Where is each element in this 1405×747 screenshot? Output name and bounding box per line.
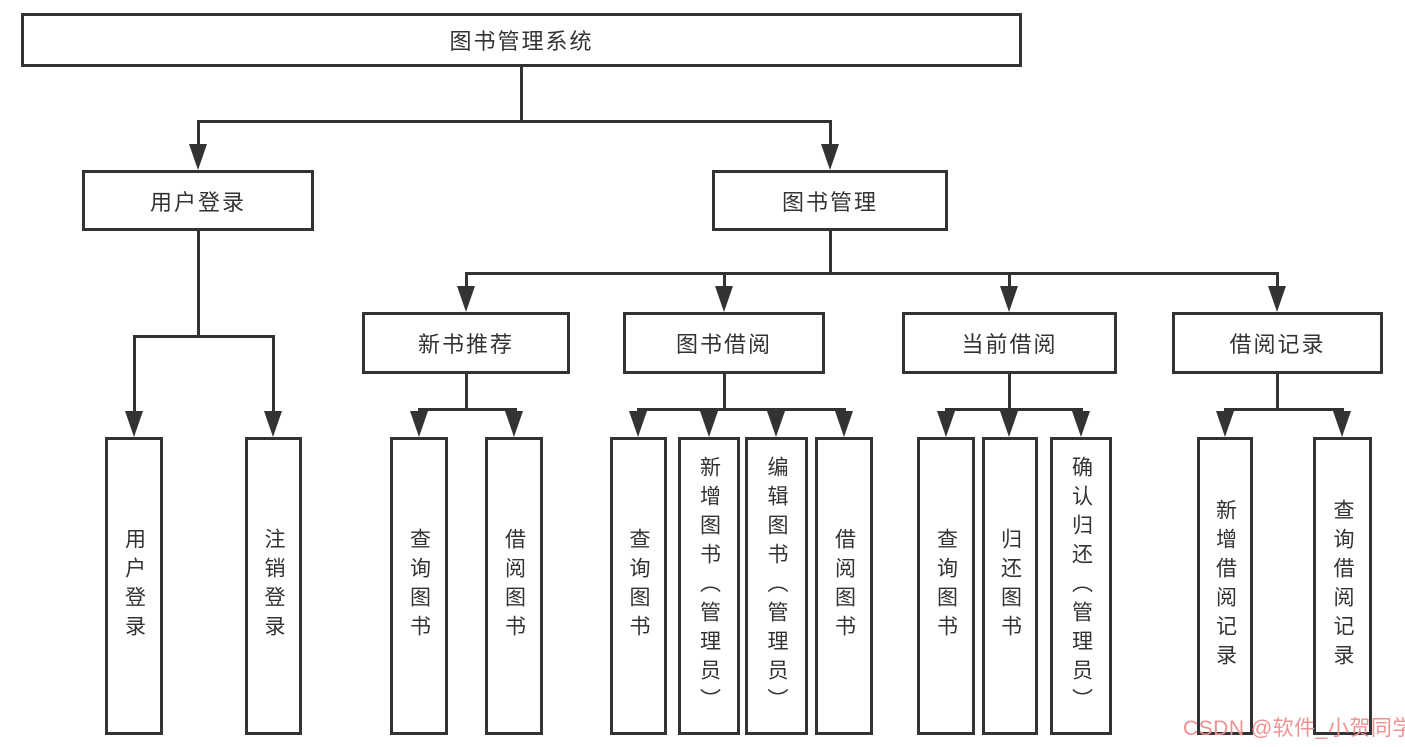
arrowhead-down [1072, 411, 1090, 437]
edge-user-login-stem [197, 231, 200, 335]
edge-book-management-stem [829, 231, 832, 272]
edge-to-leaf-user-login [133, 335, 136, 413]
edge-nbr-stem [465, 374, 468, 408]
leaf-cb-query-books: 查询图书 [917, 437, 975, 735]
edge-to-user-login [197, 120, 200, 148]
edge-br-branch [1224, 408, 1344, 411]
arrowhead-down [457, 286, 475, 312]
arrowhead-down [1000, 286, 1018, 312]
arrowhead-down [629, 411, 647, 437]
leaf-bb-add-books-admin: 新增图书（管理员） [678, 437, 740, 735]
node-user-login: 用户登录 [82, 170, 314, 231]
edge-root-branch [197, 120, 832, 123]
node-new-book-recommend: 新书推荐 [362, 312, 570, 374]
arrowhead-down [1333, 411, 1351, 437]
node-book-management-label: 图书管理 [781, 189, 878, 215]
node-book-borrowing-label: 图书借阅 [675, 332, 772, 357]
leaf-nbr-query-books: 查询图书 [390, 437, 448, 735]
leaf-br-query-record: 查询借阅记录 [1313, 437, 1372, 735]
node-root-label: 图书管理系统 [449, 29, 594, 54]
arrowhead-down [937, 411, 955, 437]
leaf-cb-query-books-label: 查询图书 [934, 528, 958, 644]
leaf-nbr-borrow-books-label: 借阅图书 [502, 528, 526, 644]
leaf-bb-edit-books-admin-label: 编辑图书（管理员） [765, 455, 788, 717]
leaf-br-add-record-label: 新增借阅记录 [1213, 499, 1237, 673]
node-borrow-records: 借阅记录 [1172, 312, 1383, 374]
leaf-cb-confirm-return-admin: 确认归还（管理员） [1050, 437, 1112, 735]
node-new-book-recommend-label: 新书推荐 [417, 332, 514, 357]
arrowhead-down [125, 411, 143, 437]
leaf-bb-borrow-books-label: 借阅图书 [832, 528, 856, 644]
edge-to-book-borrowing [723, 272, 726, 288]
node-current-borrowing: 当前借阅 [902, 312, 1117, 374]
edge-nbr-branch [418, 408, 517, 411]
arrowhead-down [264, 411, 282, 437]
edge-cb-branch [945, 408, 1083, 411]
arrowhead-down [1000, 411, 1018, 437]
arrowhead-down [767, 411, 785, 437]
edge-to-current-borrowing [1008, 272, 1011, 288]
node-borrow-records-label: 借阅记录 [1229, 332, 1326, 357]
arrowhead-down [410, 411, 428, 437]
watermark: CSDN @软件_小贺同学 [1183, 717, 1405, 740]
leaf-nbr-query-books-label: 查询图书 [407, 528, 431, 644]
leaf-bb-add-books-admin-label: 新增图书（管理员） [697, 455, 721, 717]
leaf-bb-borrow-books: 借阅图书 [815, 437, 873, 735]
leaf-br-query-record-label: 查询借阅记录 [1331, 499, 1354, 673]
node-book-management: 图书管理 [712, 170, 948, 231]
edge-br-stem [1276, 374, 1279, 408]
arrowhead-down [821, 144, 839, 170]
leaf-br-add-record: 新增借阅记录 [1197, 437, 1253, 735]
edge-book-management-branch [465, 272, 1279, 275]
arrowhead-down [189, 144, 207, 170]
edge-bb-branch [637, 408, 846, 411]
leaf-user-login-label: 用户登录 [122, 528, 146, 644]
edge-to-borrow-records [1276, 272, 1279, 288]
arrowhead-down [700, 411, 718, 437]
edge-cb-stem [1008, 374, 1011, 408]
arrowhead-down [1268, 286, 1286, 312]
edge-user-login-branch [133, 335, 275, 338]
arrowhead-down [715, 286, 733, 312]
edge-to-new-book-recommend [465, 272, 468, 288]
node-book-borrowing: 图书借阅 [623, 312, 825, 374]
arrowhead-down [1216, 411, 1234, 437]
edge-bb-stem [723, 374, 726, 408]
node-user-login-label: 用户登录 [149, 189, 246, 215]
leaf-cb-return-books: 归还图书 [982, 437, 1038, 735]
node-current-borrowing-label: 当前借阅 [961, 332, 1058, 357]
leaf-bb-query-books-label: 查询图书 [627, 528, 650, 644]
leaf-cb-confirm-return-admin-label: 确认归还（管理员） [1069, 455, 1093, 717]
leaf-nbr-borrow-books: 借阅图书 [485, 437, 543, 735]
arrowhead-down [835, 411, 853, 437]
leaf-cb-return-books-label: 归还图书 [998, 528, 1022, 644]
edge-to-book-management [829, 120, 832, 148]
arrowhead-down [505, 411, 523, 437]
leaf-logout: 注销登录 [245, 437, 302, 735]
leaf-bb-edit-books-admin: 编辑图书（管理员） [745, 437, 808, 735]
leaf-logout-label: 注销登录 [262, 528, 285, 644]
leaf-user-login: 用户登录 [105, 437, 163, 735]
node-root: 图书管理系统 [21, 13, 1022, 67]
leaf-bb-query-books: 查询图书 [610, 437, 667, 735]
edge-to-leaf-logout [272, 335, 275, 413]
edge-root-stem [520, 66, 523, 120]
